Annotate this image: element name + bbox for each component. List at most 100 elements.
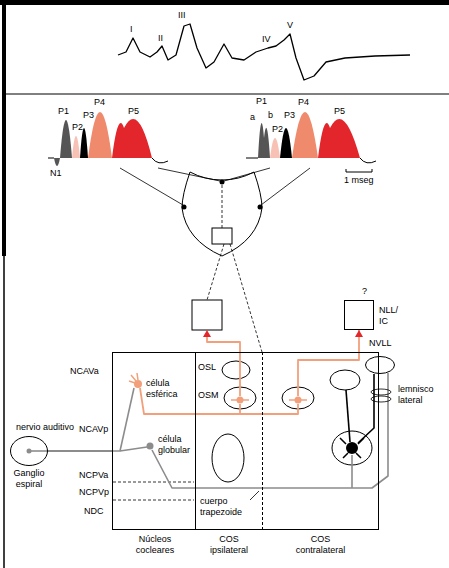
right-peak-waveform-part <box>270 138 280 158</box>
diagram-label: P5 <box>334 106 345 117</box>
node-label: COS contralateral <box>289 534 353 556</box>
node-label: Ganglio espiral <box>7 468 51 490</box>
leader-line-part <box>250 491 259 500</box>
ganglion-oval: Ganglio espiral <box>10 436 48 466</box>
region-column: COS contralateral <box>262 352 379 530</box>
diagram-label: V <box>287 20 293 31</box>
leader-line <box>250 491 259 500</box>
left-peak-waveform-part <box>48 158 54 159</box>
nucleus-oval: NVLL <box>365 356 395 374</box>
diagram-label: I <box>130 24 133 35</box>
frame-part <box>0 0 449 5</box>
diagram-label: OSL <box>198 362 216 373</box>
target-box <box>192 300 222 330</box>
nucleus-ovals-part <box>330 370 360 390</box>
diagram-label: P3 <box>284 110 295 121</box>
left-peak-waveform-part <box>60 120 72 158</box>
lemniscus-rings-part <box>371 396 391 402</box>
diagram-label: P2 <box>272 124 283 135</box>
zoom-dashes-part <box>230 244 262 352</box>
nucleus-ovals-part <box>222 361 250 379</box>
scale-bar-part <box>372 169 373 172</box>
nucleus-box: NLL/ IC <box>344 300 374 330</box>
diagram-label: NCPVa <box>79 470 108 481</box>
left-peak-waveform-part <box>72 136 80 158</box>
zoom-dashes <box>113 244 262 500</box>
diagram-label: nervio auditivo <box>16 422 74 433</box>
diagram-label: ? <box>362 286 367 297</box>
diagram-label: P3 <box>83 110 94 121</box>
salmon-pathways <box>140 337 359 414</box>
lemniscus-rings-part <box>371 389 391 395</box>
diagram-label: NCAVp <box>79 424 108 435</box>
arrow-head <box>355 330 363 337</box>
scale-bar-part <box>346 169 347 172</box>
gray-pathways-part <box>120 388 134 451</box>
diagram-label: célula esférica <box>146 378 194 400</box>
right-peak-waveform-part <box>360 158 376 163</box>
salmon-pathways-part <box>239 404 241 414</box>
diagram-label: b <box>268 110 273 121</box>
connector-line <box>48 450 112 452</box>
frame-part <box>2 0 6 256</box>
target-box-part <box>192 300 222 330</box>
frame-part <box>6 94 449 95</box>
scale-bar-part <box>346 172 372 173</box>
oval-outline-shape <box>366 357 395 374</box>
electrode-leads-part <box>261 168 310 205</box>
diagram-label: P2 <box>72 122 83 133</box>
head-outline-part <box>182 172 262 256</box>
electrode-leads-part <box>120 168 183 205</box>
diagram-label: NCAVa <box>70 366 99 377</box>
zoom-dashes-part <box>113 500 194 501</box>
gray-pathways-part <box>351 455 353 488</box>
left-peak-waveform-part <box>54 158 60 166</box>
gray-pathways-part <box>29 450 48 452</box>
neurons-part <box>147 443 154 450</box>
diagram-label: P5 <box>128 106 139 117</box>
diagram-label: II <box>158 33 163 44</box>
neurons-part <box>346 442 358 454</box>
nucleus-ovals-part <box>212 434 244 482</box>
head-outline-part <box>182 205 187 210</box>
diagram-label: cuerpo trapezoide <box>200 496 258 518</box>
gray-pathways-part <box>112 447 147 451</box>
nerve-connector <box>48 451 112 452</box>
diagram-label: célula globular <box>158 434 196 456</box>
neurons-part <box>129 373 138 383</box>
head-outline <box>182 172 263 256</box>
neurons-part <box>231 399 249 401</box>
diagram-label: NCPVp <box>79 487 109 498</box>
node-label: COS ipsilateral <box>203 534 255 556</box>
diagram-label: P4 <box>298 97 309 108</box>
node-label: Núcleos cocleares <box>127 534 183 556</box>
gray-pathways <box>29 373 388 488</box>
right-peak-waveform <box>246 112 376 163</box>
oval-outline-shape <box>11 437 48 466</box>
diagram-label: OSM <box>198 390 219 401</box>
right-peak-waveform-part <box>258 123 270 158</box>
left-peak-waveform-part <box>80 128 88 158</box>
neurons-part <box>340 438 364 458</box>
electrode-leads <box>120 168 310 205</box>
diagram-label: N1 <box>50 168 62 179</box>
diagram-label: NDC <box>84 506 104 517</box>
diagram-label: P4 <box>94 97 105 108</box>
neurons-part <box>27 449 32 454</box>
diagram-label: P1 <box>58 106 69 117</box>
left-peak-waveform-part <box>152 158 168 163</box>
zoom-dashes-part <box>113 482 194 483</box>
diagram-label: P1 <box>256 96 267 107</box>
oval-outline <box>365 356 395 374</box>
black-pathways-part <box>358 374 374 443</box>
diagram-label: 1 mseg <box>344 175 374 186</box>
red-arrow <box>203 330 211 337</box>
abr-waveform <box>118 24 410 80</box>
right-peak-waveform-part <box>292 112 318 158</box>
right-peak-waveform-part <box>318 119 360 158</box>
black-pathways-part <box>346 390 350 442</box>
head-outline-part <box>258 205 263 210</box>
